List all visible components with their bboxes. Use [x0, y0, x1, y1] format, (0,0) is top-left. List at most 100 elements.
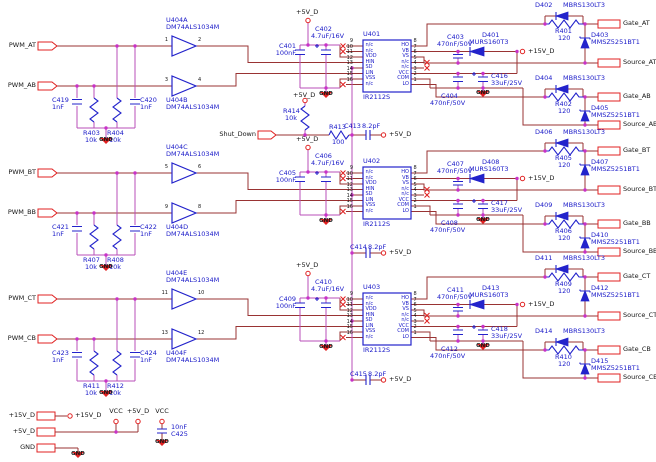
channels-2-buf_bot-pin_in-label: 13: [161, 330, 168, 336]
channels-2-out_bot-d_part-label: MBRS130LT3: [563, 327, 605, 335]
channels-1-driver-rpins-7-num-label: 1: [413, 203, 417, 210]
channels-0-driver-lpins-2-num-label: 11: [346, 49, 353, 55]
channels-1-bootstrap-d_ref-label: D408: [482, 158, 500, 166]
channels-2-driver-lpins-0-name-label: n/c: [365, 295, 374, 301]
channels-2-out_top-r_val-label: 120: [558, 287, 571, 295]
power-vcc_b-label: VCC: [155, 407, 169, 415]
channels-1-driver-rpins-2-name-label: VS: [402, 180, 409, 186]
channels-2-bootstrap-bulk_val-label: 33uF/25V: [491, 332, 523, 340]
shutdown-caps-1-ref-label: C414: [350, 243, 367, 251]
channels-0-bootstrap-rail-label: +15V_D: [528, 47, 555, 55]
channels-2-out_top-d_part-label: MBRS130LT3: [563, 254, 605, 262]
channels-1-out_top-z_ref-label: D407: [591, 158, 609, 166]
channels-2-buf_bot-pin_out-label: 12: [198, 330, 205, 336]
channels-0-driver-lpins-1-num-label: 10: [346, 43, 353, 50]
channels-2-filter-cap_r_val-label: 1nF: [140, 356, 152, 364]
channels-1-driver-rpins-3-name-label: n/c: [401, 185, 409, 192]
channels-1-filter-cap_l_val-label: 1nF: [52, 230, 64, 238]
channels-1-bootstrap-gnd-label: GND: [476, 217, 490, 223]
channels-1-out_top-d_part-label: MBRS130LT3: [563, 128, 605, 136]
channels-2-filter-res_r_val-label: 10k: [109, 389, 122, 397]
channels-1-out_bot-z_ref-label: D410: [591, 231, 609, 239]
channels-1-bootstrap-c_top_val-label: 470nF/50V: [437, 167, 473, 175]
channels-0-buf_top-part-label: DM74ALS1034M: [166, 23, 220, 31]
channels-0-driver-rpins-7-name-label: LO: [402, 80, 409, 87]
channels-1-out_bot-gate-label: Gate_BB: [623, 219, 651, 227]
channels-0-driver-lpins-6-name-label: VSS: [365, 75, 376, 81]
channels-0-out_top-gate-label: Gate_AT: [623, 19, 650, 27]
channels-2-decouple-c2_ref-label: C410: [315, 278, 332, 286]
channels-1-driver-rpins-7-name-label: LO: [402, 207, 409, 214]
channels-0-pwm_bot-label: PWM_AB: [7, 81, 36, 89]
channels-0-decouple-c2_ref-label: C402: [315, 25, 332, 33]
channels-1-driver-part-label: IR2112S: [363, 220, 391, 228]
channels-2-buf_top-ref-label: U404E: [166, 269, 188, 277]
channels-0-out_top-source-label: Source_AT: [623, 58, 656, 66]
channels-1-driver-lpins-7-num-label: 16: [346, 203, 353, 210]
channels-2-out_top-r_ref-label: R409: [555, 280, 572, 288]
channels-1-driver-rpins-0-name-label: HO: [401, 169, 409, 175]
channels-1-driver-rpins-0-num-label: 8: [413, 165, 417, 171]
channels-2-driver-rpins-6-name-label: COM: [397, 328, 409, 334]
power-cap_val-label: 10nF: [171, 423, 188, 431]
channels-0-buf_bot-pin_out-label: 4: [198, 77, 202, 83]
channels-1-out_top-d_ref-label: D406: [535, 128, 553, 136]
channels-1-decouple-c2_val-label: 4.7uF/16V: [311, 159, 345, 167]
channels-0-driver-lpins-2-name-label: VDD: [365, 53, 377, 59]
channels-1-buf_bot-pin_in-label: 9: [164, 204, 168, 210]
channels-2-out_top-d_ref-label: D411: [535, 254, 553, 262]
channels-2-driver-lpins-5-name-label: LIN: [365, 322, 374, 329]
shutdown-caps-2-rail-label: +5V_D: [389, 375, 412, 383]
power-conn_5-label: +5V_D: [12, 427, 35, 435]
power-node_5-label: +5V_D: [126, 407, 150, 415]
channels-2-driver-lpins-6-name-label: VSS: [365, 328, 376, 334]
channels-0-filter-res_l_val-label: 10k: [85, 136, 98, 144]
channels-0-bootstrap-d_part-label: MURS160T3: [469, 38, 509, 46]
channels-1-buf_top-ref-label: U404C: [166, 143, 188, 151]
channels-0-decouple-gnd-label: GND: [319, 91, 333, 97]
channels-0-decouple-rail-label: +5V_D: [296, 8, 319, 16]
channels-2-bootstrap-d_ref-label: D413: [482, 284, 500, 292]
shutdown-caps-0-val-label: 8.2pF: [362, 122, 381, 130]
channels-0-bootstrap-c_bot_ref-label: C404: [441, 92, 458, 100]
channels-1-out_bot-d_ref-label: D409: [535, 201, 553, 209]
channels-1-filter-res_l_ref-label: R407: [83, 256, 100, 264]
channels-1-buf_bot-ref-label: U404D: [166, 223, 189, 231]
channels-1-decouple-c1_ref-label: C405: [279, 169, 296, 177]
channels-2-driver-ref-label: U403: [363, 283, 381, 291]
channels-0-decouple-c2_val-label: 4.7uF/16V: [311, 32, 345, 40]
channels-2-bootstrap-c_bot_val-label: 470nF/50V: [430, 352, 466, 360]
channels-2-out_bot-source-label: Source_CB: [623, 373, 656, 381]
channels-1-driver-rpins-4-num-label: 4: [413, 187, 417, 193]
power-gnd_a-label: GND: [71, 451, 85, 457]
channels-2-decouple-c1_val-label: 100nF: [275, 302, 296, 310]
channels-0-filter-cap_r_ref-label: C420: [140, 96, 157, 104]
channels-0-driver-rpins-1-name-label: VB: [402, 47, 409, 54]
channels-1-filter-cap_l_ref-label: C421: [52, 223, 69, 231]
channels-2-driver-lpins-3-name-label: HIN: [365, 311, 375, 318]
channels-0-driver-ref-label: U401: [363, 30, 381, 38]
channels-0-bootstrap-bulk_ref-label: C416: [491, 72, 508, 80]
channels-0-filter-res_r_val-label: 10k: [109, 136, 122, 144]
channels-0-filter-cap_l_ref-label: C419: [52, 96, 69, 104]
channels-2-filter-cap_l_ref-label: C423: [52, 349, 69, 357]
channels-2-out_bot-z_ref-label: D415: [591, 357, 609, 365]
shutdown-pullup_rail-label: +5V_D: [293, 91, 316, 99]
channels-1-driver-lpins-6-num-label: 15: [346, 198, 353, 204]
channels-1-driver-lpins-3-num-label: 12: [346, 181, 353, 188]
channels-2-driver-rpins-1-name-label: VB: [402, 300, 409, 307]
channels-1-out_top-gate-label: Gate_BT: [623, 146, 651, 154]
power-vcc_a-label: VCC: [109, 407, 123, 415]
channels-0-out_top-z_ref-label: D403: [591, 31, 609, 39]
channels-1-decouple-c2_ref-label: C406: [315, 152, 332, 160]
shutdown-pullup_val-label: 10k: [285, 114, 298, 122]
channels-0-buf_bot-ref-label: U404B: [166, 96, 188, 104]
channels-2-driver-lpins-3-num-label: 12: [346, 307, 353, 314]
channels-1-driver-lpins-0-name-label: n/c: [365, 169, 374, 175]
channels-2-driver-rpins-4-num-label: 4: [413, 313, 417, 319]
channels-1-driver-rpins-5-num-label: 3: [413, 192, 417, 199]
channels-0-driver-rpins-7-num-label: 1: [413, 76, 417, 83]
channels-0-out_bot-d_ref-label: D404: [535, 74, 553, 82]
shutdown-series_val-label: 100: [332, 138, 345, 146]
